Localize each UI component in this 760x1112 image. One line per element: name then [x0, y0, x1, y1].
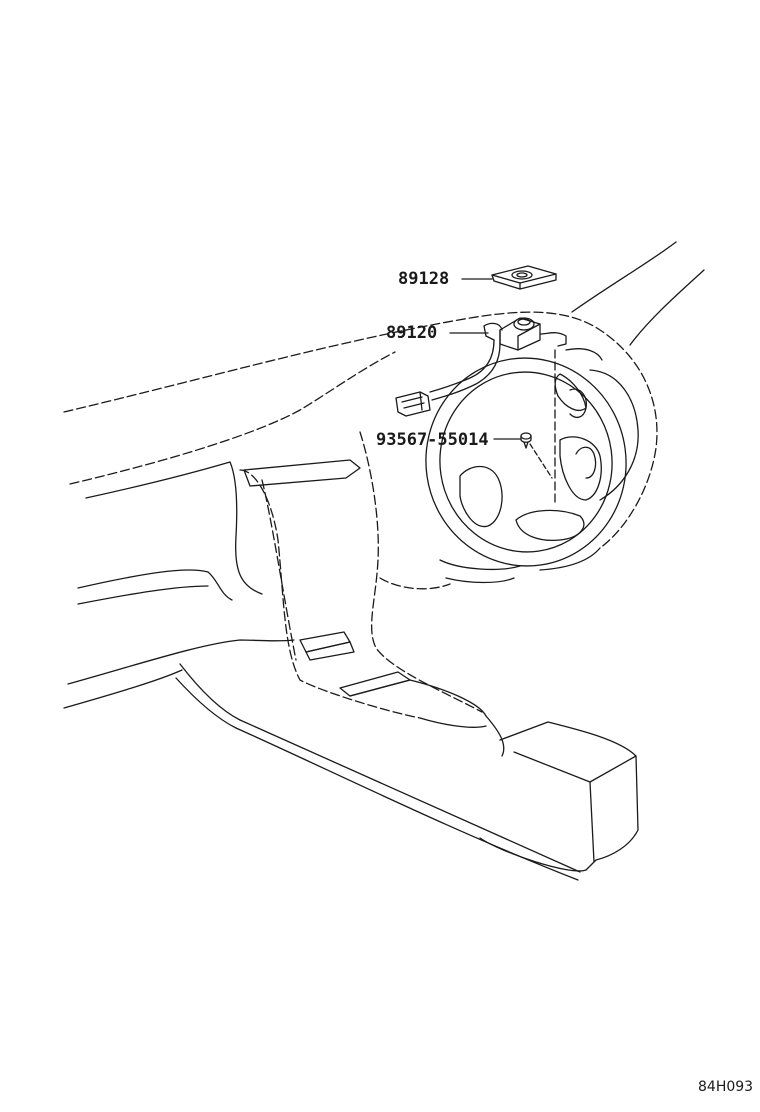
sensor-89120-icon[interactable]	[395, 317, 567, 417]
bracket-89128-icon[interactable]	[491, 265, 557, 290]
dashboard-front-face	[63, 461, 295, 709]
dashboard-top-outline	[63, 311, 658, 549]
figure-code: 84H093	[698, 1079, 754, 1095]
center-console	[239, 431, 483, 719]
center-panel	[243, 459, 487, 717]
part-label-89120[interactable]: 89120	[386, 323, 438, 343]
instrument-hood	[565, 348, 639, 501]
part-label-93567-55014[interactable]: 93567-55014	[376, 430, 489, 450]
screw-93567-55014-icon[interactable]	[520, 432, 532, 449]
steering-wheel	[425, 357, 627, 567]
floor-console	[175, 663, 639, 881]
lower-dash	[439, 547, 601, 584]
leader-lines	[449, 278, 556, 506]
part-label-89128[interactable]: 89128	[398, 269, 450, 289]
windshield-pillars	[571, 241, 705, 346]
